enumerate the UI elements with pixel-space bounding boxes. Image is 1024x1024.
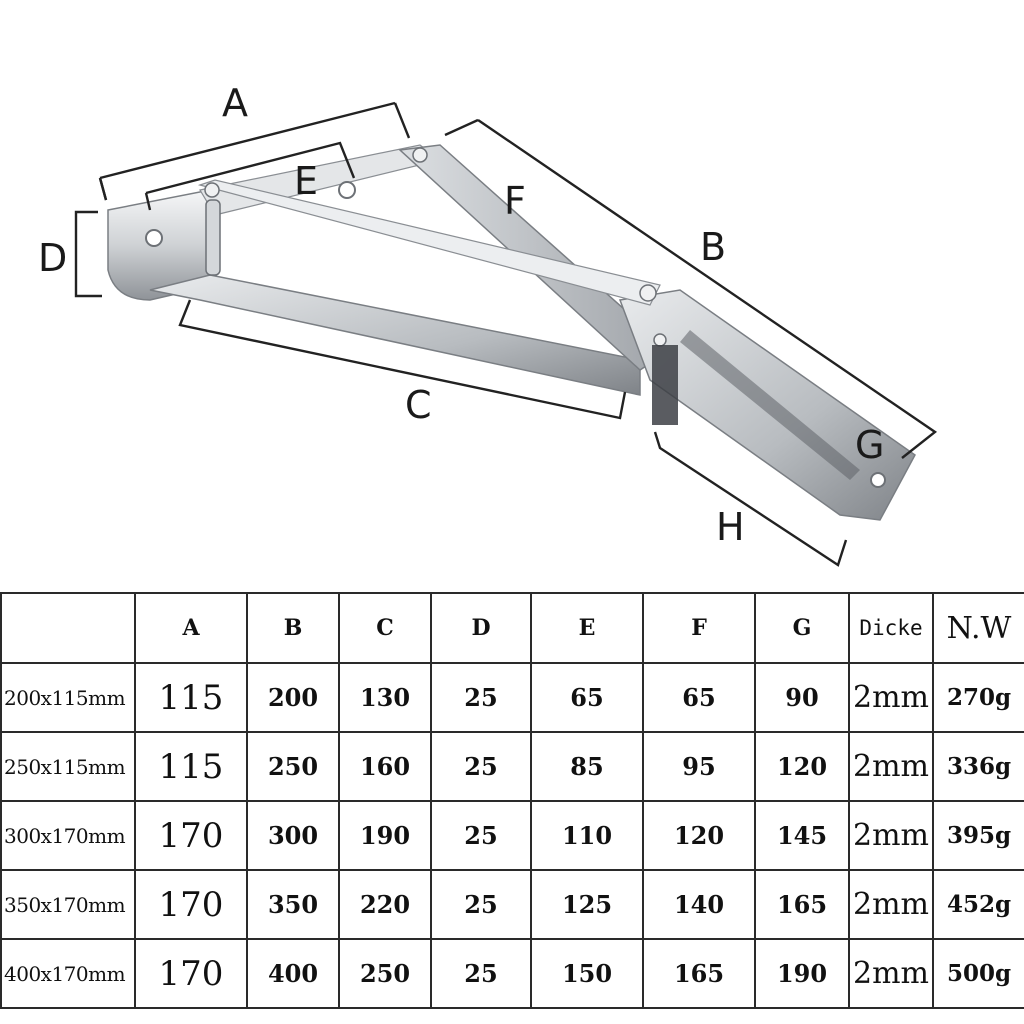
cell-dicke: 2mm (848, 800, 934, 871)
cell-nw: 270g (932, 662, 1024, 733)
cell-model: 350x170mm (0, 869, 136, 940)
table-row: 350x170mm 170 350 220 25 125 140 165 2mm… (0, 869, 1024, 940)
cell-b: 200 (246, 662, 340, 733)
header-cell-c: C (338, 592, 432, 664)
header-cell-d: D (430, 592, 532, 664)
cell-g: 190 (754, 938, 850, 1009)
cell-d: 25 (430, 662, 532, 733)
cell-f: 120 (642, 800, 756, 871)
cell-model: 200x115mm (0, 662, 136, 733)
cell-b: 300 (246, 800, 340, 871)
dim-label-c: C (405, 383, 432, 427)
cell-nw: 395g (932, 800, 1024, 871)
cell-f: 165 (642, 938, 756, 1009)
table-row: 250x115mm 115 250 160 25 85 95 120 2mm 3… (0, 731, 1024, 802)
cell-g: 90 (754, 662, 850, 733)
cell-d: 25 (430, 938, 532, 1009)
header-cell-dicke: Dicke (848, 592, 934, 664)
cell-c: 160 (338, 731, 432, 802)
header-cell-model (0, 592, 136, 664)
cell-f: 95 (642, 731, 756, 802)
cell-dicke: 2mm (848, 869, 934, 940)
cell-e: 65 (530, 662, 644, 733)
cell-nw: 336g (932, 731, 1024, 802)
cell-dicke: 2mm (848, 938, 934, 1009)
dimension-lines (74, 101, 938, 567)
header-cell-e: E (530, 592, 644, 664)
dim-label-a: A (222, 81, 248, 125)
cell-c: 250 (338, 938, 432, 1009)
cell-e: 125 (530, 869, 644, 940)
cell-e: 110 (530, 800, 644, 871)
header-cell-g: G (754, 592, 850, 664)
cell-nw: 500g (932, 938, 1024, 1009)
table-row: 400x170mm 170 400 250 25 150 165 190 2mm… (0, 938, 1024, 1009)
dim-label-g: G (855, 423, 884, 467)
header-cell-nw: N.W (932, 592, 1024, 664)
bracket-diagram: A E F D B C G H (38, 81, 938, 567)
table-row: 200x115mm 115 200 130 25 65 65 90 2mm 27… (0, 662, 1024, 733)
spec-table: A B C D E F G Dicke N.W 200x115mm 115 20… (0, 592, 1024, 1009)
cell-a: 170 (134, 938, 248, 1009)
cell-c: 130 (338, 662, 432, 733)
bracket-illustration (107, 144, 916, 521)
cell-d: 25 (430, 869, 532, 940)
cell-g: 145 (754, 800, 850, 871)
header-cell-a: A (134, 592, 248, 664)
dim-label-h: H (716, 505, 745, 549)
cell-c: 220 (338, 869, 432, 940)
cell-model: 250x115mm (0, 731, 136, 802)
dim-label-b: B (700, 225, 726, 269)
cell-f: 140 (642, 869, 756, 940)
cell-model: 300x170mm (0, 800, 136, 871)
cell-f: 65 (642, 662, 756, 733)
cell-a: 115 (134, 662, 248, 733)
cell-a: 170 (134, 869, 248, 940)
cell-model: 400x170mm (0, 938, 136, 1009)
header-cell-f: F (642, 592, 756, 664)
header-row: A B C D E F G Dicke N.W (0, 592, 1024, 664)
cell-d: 25 (430, 800, 532, 871)
cell-e: 150 (530, 938, 644, 1009)
header-cell-b: B (246, 592, 340, 664)
cell-b: 350 (246, 869, 340, 940)
table-row: 300x170mm 170 300 190 25 110 120 145 2mm… (0, 800, 1024, 871)
cell-g: 165 (754, 869, 850, 940)
cell-a: 115 (134, 731, 248, 802)
dim-label-f: F (504, 179, 526, 223)
cell-b: 400 (246, 938, 340, 1009)
cell-b: 250 (246, 731, 340, 802)
cell-nw: 452g (932, 869, 1024, 940)
cell-dicke: 2mm (848, 731, 934, 802)
cell-d: 25 (430, 731, 532, 802)
cell-g: 120 (754, 731, 850, 802)
dim-label-d: D (38, 236, 67, 280)
cell-c: 190 (338, 800, 432, 871)
cell-a: 170 (134, 800, 248, 871)
dim-label-e: E (294, 159, 318, 203)
cell-e: 85 (530, 731, 644, 802)
cell-dicke: 2mm (848, 662, 934, 733)
